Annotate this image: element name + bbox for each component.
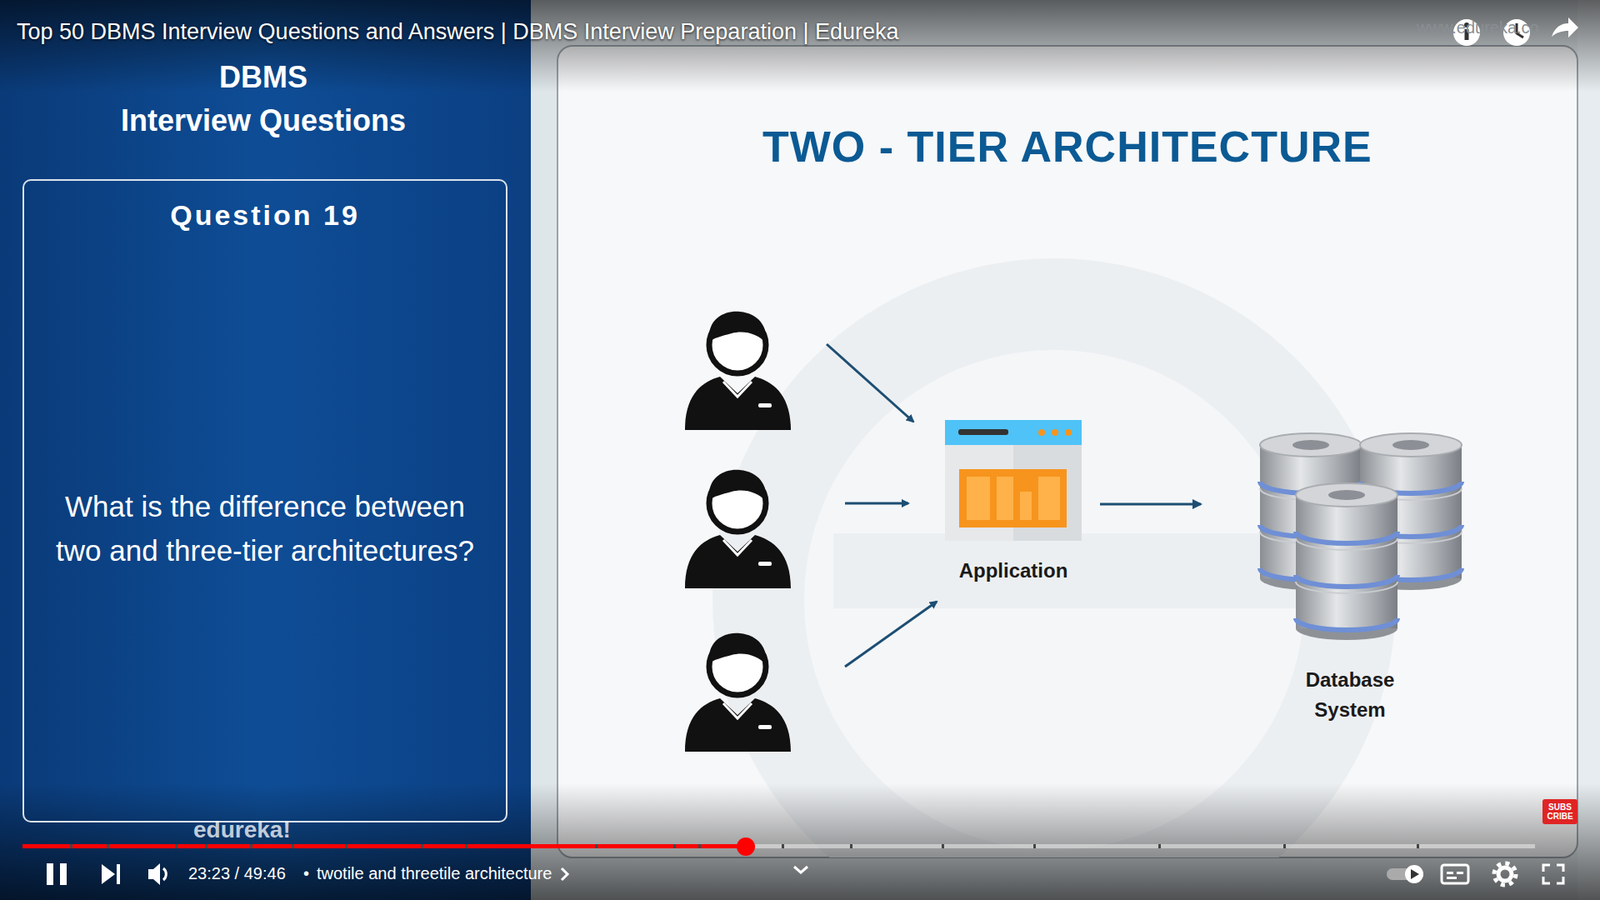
blue-panel bbox=[0, 0, 531, 900]
diagram-title: TWO - TIER ARCHITECTURE bbox=[762, 121, 1373, 172]
question-box: Question 19 What is the difference betwee… bbox=[22, 179, 508, 823]
watermark-url: www.edureka.co bbox=[1416, 18, 1540, 38]
application-node: Application bbox=[933, 415, 1094, 586]
database-node: Database System bbox=[1204, 429, 1496, 725]
user-arrow bbox=[826, 344, 914, 422]
application-icon bbox=[945, 420, 1082, 541]
watermark-logo bbox=[712, 258, 1396, 858]
user-icon bbox=[685, 633, 791, 752]
brand-watermark: edureka! bbox=[193, 816, 291, 844]
question-number: Question 19 bbox=[24, 199, 506, 232]
slide-panel bbox=[557, 45, 1578, 858]
user-icon bbox=[685, 470, 791, 589]
user-icon bbox=[685, 311, 791, 430]
question-text: What is the difference between two and t… bbox=[48, 484, 482, 573]
subscribe-badge: SUBSCRIBE bbox=[1542, 799, 1578, 825]
time-display: 23:23 / 49:46 bbox=[188, 864, 286, 884]
node-label: Database System bbox=[1283, 665, 1417, 725]
user-arrow bbox=[845, 601, 937, 667]
user-arrow bbox=[845, 502, 909, 505]
player-controls bbox=[46, 863, 1564, 885]
chapter-title: twotile and threetile architecture bbox=[316, 864, 552, 884]
video-title: Top 50 DBMS Interview Questions and Answ… bbox=[16, 19, 900, 45]
panel-heading: Interview Questions bbox=[120, 103, 406, 139]
node-label: Application bbox=[959, 555, 1069, 586]
chapter-chevron bbox=[561, 868, 568, 880]
separator-dot: • bbox=[303, 864, 310, 884]
panel-heading: DBMS bbox=[219, 60, 308, 95]
database-icon bbox=[1260, 433, 1462, 640]
connector-arrow bbox=[1100, 503, 1201, 506]
